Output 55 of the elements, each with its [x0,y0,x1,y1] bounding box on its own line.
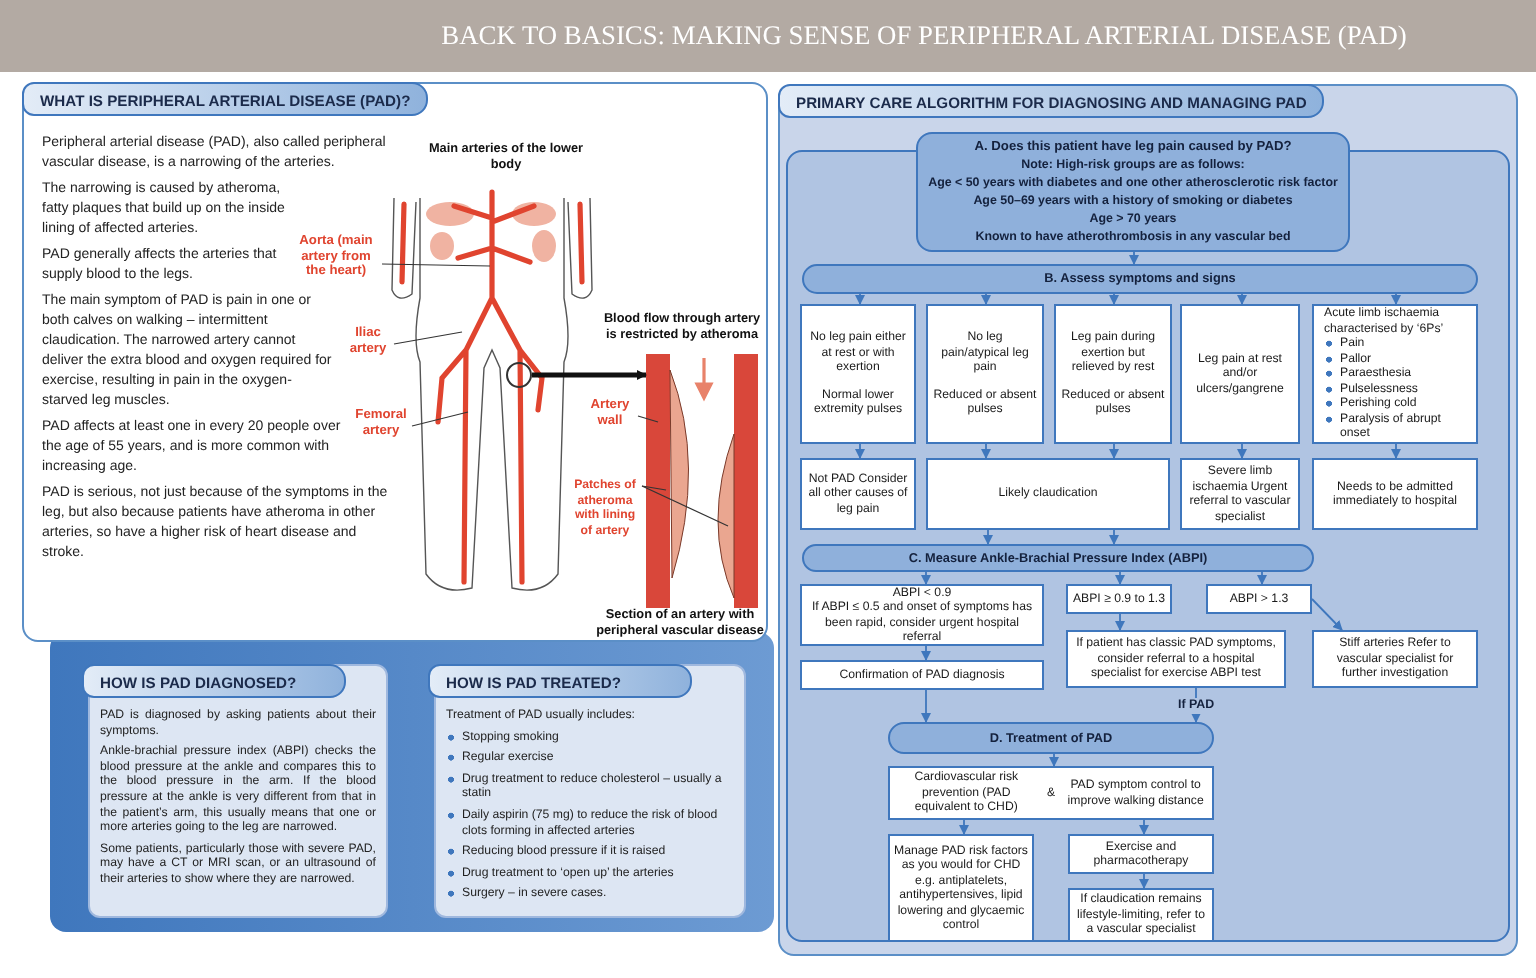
arrow [855,443,865,459]
flow-box [1312,304,1478,444]
leader-line [637,415,659,423]
arrow [1237,293,1247,305]
flow-box [1066,584,1172,614]
leader-line [393,331,463,345]
flow-box [800,660,1044,690]
arrow [1139,873,1149,889]
flow-box [800,304,916,444]
arrow [1109,293,1119,305]
flow-box [926,458,1170,530]
arrow [921,689,931,723]
arrow [1311,598,1343,631]
info-panel [434,664,746,918]
flow-box [1312,458,1478,530]
section-panel [778,84,1518,956]
flow-box [1180,304,1300,444]
flow-box [1066,630,1286,688]
arrow [1391,443,1401,459]
flow-box [1068,834,1214,874]
arrow [1109,529,1119,545]
highlight-circle [506,362,532,388]
leader-line [641,485,667,491]
page-title: BACK TO BASICS: MAKING SENSE OF PERIPHERAL ARTERIAL DISEASE (PAD) [439,18,1409,54]
arrow [532,370,647,380]
section-panel [22,82,768,642]
leader-line [381,263,491,267]
flow-box [916,132,1350,252]
flow-box [888,766,1214,820]
flow-box [926,304,1044,444]
arrow [1237,443,1247,459]
arrow [1139,819,1149,835]
leader-line [411,411,469,427]
arrow [959,819,969,835]
arrow [983,529,993,545]
arrow [1115,571,1125,585]
arrow [1129,251,1139,265]
flow-box [1054,304,1172,444]
arrow [855,293,865,305]
leader-line [641,485,729,527]
flow-box [1312,630,1478,688]
artery-section-drawing [646,354,758,608]
arrow [1257,571,1267,585]
arrow [1049,753,1059,767]
arrow [921,571,931,585]
arrow [1109,443,1119,459]
arrow [981,443,991,459]
flow-box [1206,584,1312,614]
info-panel [88,664,388,918]
arrow [981,293,991,305]
arrow [921,645,931,661]
flow-box [800,584,1044,646]
flow-box [800,458,916,530]
arrow [1391,293,1401,305]
arrow [1115,613,1125,631]
